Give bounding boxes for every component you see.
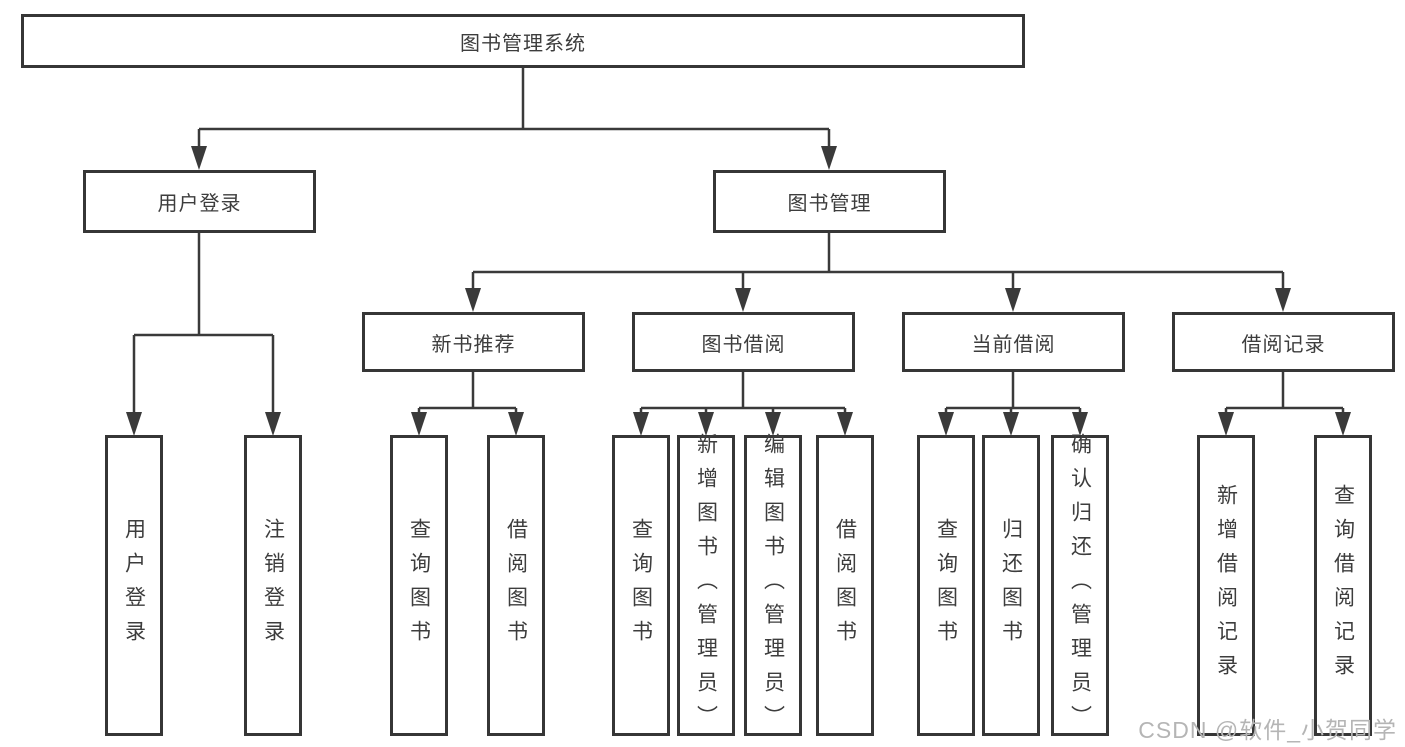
node-book-borrow-label: 图书借阅 — [701, 333, 786, 356]
node-leaf-confirm-return-admin: 确认归还（管理员） — [1051, 432, 1109, 739]
node-new-book-recommend-label: 新书推荐 — [431, 333, 516, 356]
node-leaf-label: 确认归还（管理员） — [1068, 432, 1092, 739]
node-leaf-query-books-current: 查询图书 — [917, 435, 975, 736]
node-root: 图书管理系统 — [21, 14, 1025, 68]
node-book-management: 图书管理 — [713, 170, 946, 233]
node-current-borrow-label: 当前借阅 — [971, 333, 1056, 356]
node-leaf-query-borrow-record: 查询借阅记录 — [1314, 435, 1372, 736]
node-leaf-label: 新增图书（管理员） — [694, 432, 718, 739]
node-leaf-label: 借阅图书 — [504, 517, 528, 654]
node-user-login: 用户登录 — [83, 170, 316, 233]
node-leaf-label: 借阅图书 — [833, 517, 857, 654]
node-leaf-label: 查询图书 — [407, 517, 431, 654]
node-leaf-add-borrow-record: 新增借阅记录 — [1197, 435, 1255, 736]
node-leaf-label: 用户登录 — [122, 517, 146, 654]
node-leaf-borrow-books-recommend: 借阅图书 — [487, 435, 545, 736]
node-new-book-recommend: 新书推荐 — [362, 312, 585, 372]
node-leaf-return-books: 归还图书 — [982, 435, 1040, 736]
node-borrow-records: 借阅记录 — [1172, 312, 1395, 372]
node-leaf-user-login: 用户登录 — [105, 435, 163, 736]
node-user-login-label: 用户登录 — [157, 193, 242, 215]
node-leaf-borrow-books: 借阅图书 — [816, 435, 874, 736]
node-leaf-add-books-admin: 新增图书（管理员） — [677, 432, 735, 739]
node-leaf-label: 编辑图书（管理员） — [761, 432, 785, 739]
node-book-borrow: 图书借阅 — [632, 312, 855, 372]
node-leaf-label: 新增借阅记录 — [1214, 483, 1238, 688]
watermark: CSDN @软件_小贺同学 — [1138, 717, 1397, 743]
node-leaf-label: 注销登录 — [261, 517, 285, 654]
node-leaf-label: 归还图书 — [999, 517, 1023, 654]
node-current-borrow: 当前借阅 — [902, 312, 1125, 372]
node-leaf-label: 查询借阅记录 — [1331, 483, 1355, 688]
node-leaf-label: 查询图书 — [934, 517, 958, 654]
node-root-label: 图书管理系统 — [460, 32, 586, 55]
node-leaf-logout: 注销登录 — [244, 435, 302, 736]
node-leaf-query-books-recommend: 查询图书 — [390, 435, 448, 736]
node-book-management-label: 图书管理 — [787, 193, 872, 215]
node-leaf-label: 查询图书 — [629, 517, 653, 654]
node-leaf-edit-books-admin: 编辑图书（管理员） — [744, 432, 802, 739]
node-leaf-query-books-borrow: 查询图书 — [612, 435, 670, 736]
node-borrow-records-label: 借阅记录 — [1241, 333, 1326, 356]
